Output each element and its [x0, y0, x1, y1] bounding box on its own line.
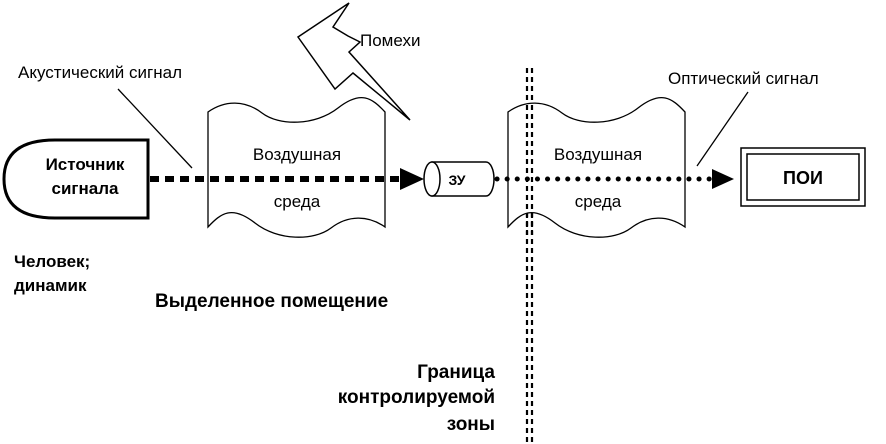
human-label-line2: динамик [14, 276, 87, 295]
noise-label: Помехи [360, 31, 420, 50]
room-label: Выделенное помещение [155, 291, 388, 312]
optical-signal-leader [696, 91, 749, 167]
lightning-bolt-icon [296, 2, 411, 121]
zu-device: ЗУ [423, 161, 495, 197]
acoustic-signal-leader [117, 88, 193, 169]
air-medium-1-label-line1: Воздушная [253, 145, 341, 164]
poi-box: ПОИ [740, 147, 866, 207]
human-label-line1: Человек; [14, 252, 90, 271]
zu-label: ЗУ [449, 172, 466, 188]
acoustic-signal-path [150, 168, 424, 190]
border-label-line2: контролируемой [338, 387, 495, 408]
air-medium-1-label-line2: среда [274, 192, 321, 211]
air-medium-1: Воздушная среда [207, 97, 386, 238]
border-label-line3: зоны [447, 414, 495, 435]
air-medium-2-label-line1: Воздушная [554, 145, 642, 164]
controlled-zone-border-overlay [525, 105, 534, 235]
border-label-line1: Граница [417, 362, 495, 383]
source-label-line2: сигнала [52, 179, 120, 198]
source-label-line1: Источник [46, 155, 125, 174]
poi-label: ПОИ [783, 168, 823, 188]
acoustic-signal-label: Акустический сигнал [18, 63, 182, 82]
optical-signal-label: Оптический сигнал [668, 69, 819, 88]
air-medium-2: Воздушная среда [507, 97, 686, 238]
air-medium-2-label-line2: среда [575, 192, 622, 211]
signal-source: Источник сигнала [2, 138, 150, 220]
optical-signal-path [494, 169, 734, 189]
